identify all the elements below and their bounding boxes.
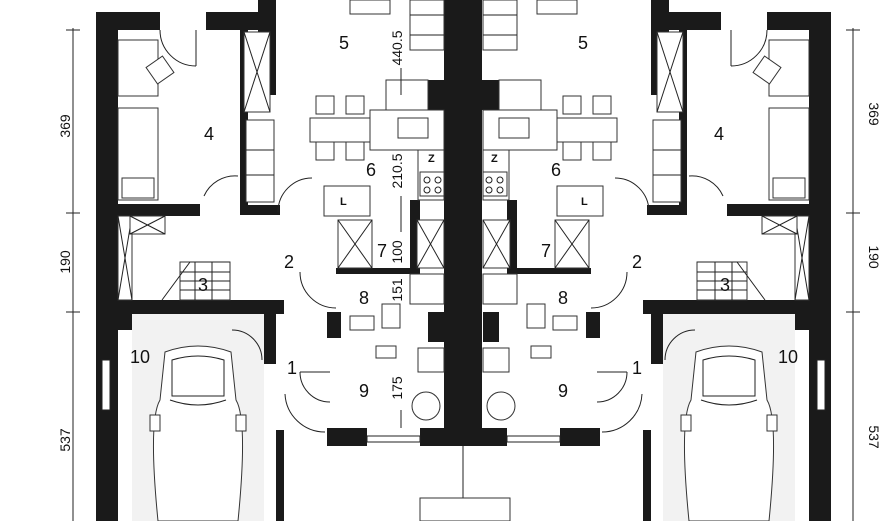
room-label-9-right: 9 [558, 381, 568, 401]
dim-left-537: 537 [57, 428, 73, 452]
right-unit-walls [465, 0, 831, 521]
dim-left-369: 369 [57, 114, 73, 138]
left-bathroom [349, 273, 445, 443]
left-dining-table [309, 95, 371, 161]
dim-center-100: 100 [389, 240, 405, 264]
fridge-label-left: Z [428, 153, 435, 165]
room-label-4-left: 4 [204, 124, 214, 144]
dim-right-537: 537 [866, 425, 882, 449]
room-label-10-right: 10 [778, 347, 798, 367]
room-label-6-left: 6 [366, 160, 376, 180]
left-sofa [349, 0, 445, 51]
left-storage [323, 185, 445, 269]
room-label-7-right: 7 [541, 241, 551, 261]
room-label-4-right: 4 [714, 124, 724, 144]
left-garage-car [101, 314, 264, 521]
room-label-10-left: 10 [130, 347, 150, 367]
room-label-5-right: 5 [578, 33, 588, 53]
cabinet-label-right: L [581, 196, 588, 208]
dim-center-151: 151 [389, 278, 405, 302]
cabinet-label-left: L [340, 196, 347, 208]
room-label-2-left: 2 [284, 252, 294, 272]
dim-center-210-5: 210.5 [389, 153, 405, 188]
room-label-1-right: 1 [632, 358, 642, 378]
left-dimension-line [66, 28, 80, 521]
dim-center-440-5: 440.5 [389, 30, 405, 65]
room-label-6-right: 6 [551, 160, 561, 180]
room-label-1-left: 1 [287, 358, 297, 378]
left-kitchen-counter [369, 79, 445, 201]
dim-right-190: 190 [866, 245, 882, 269]
fridge-label-right: Z [491, 153, 498, 165]
left-wardrobe [243, 31, 275, 203]
room-label-5-left: 5 [339, 33, 349, 53]
right-dimension-line [846, 28, 860, 521]
dim-right-369: 369 [866, 102, 882, 126]
left-unit-walls [96, 0, 462, 521]
room-label-9-left: 9 [359, 381, 369, 401]
party-wall [444, 0, 482, 446]
room-label-8-left: 8 [359, 288, 369, 308]
room-label-8-right: 8 [558, 288, 568, 308]
dim-center-175: 175 [389, 376, 405, 400]
left-bed [117, 39, 175, 201]
room-label-7-left: 7 [377, 241, 387, 261]
left-stairs [117, 215, 231, 301]
dim-left-190: 190 [57, 250, 73, 274]
room-label-3-right: 3 [720, 275, 730, 295]
room-label-2-right: 2 [632, 252, 642, 272]
room-label-3-left: 3 [198, 275, 208, 295]
